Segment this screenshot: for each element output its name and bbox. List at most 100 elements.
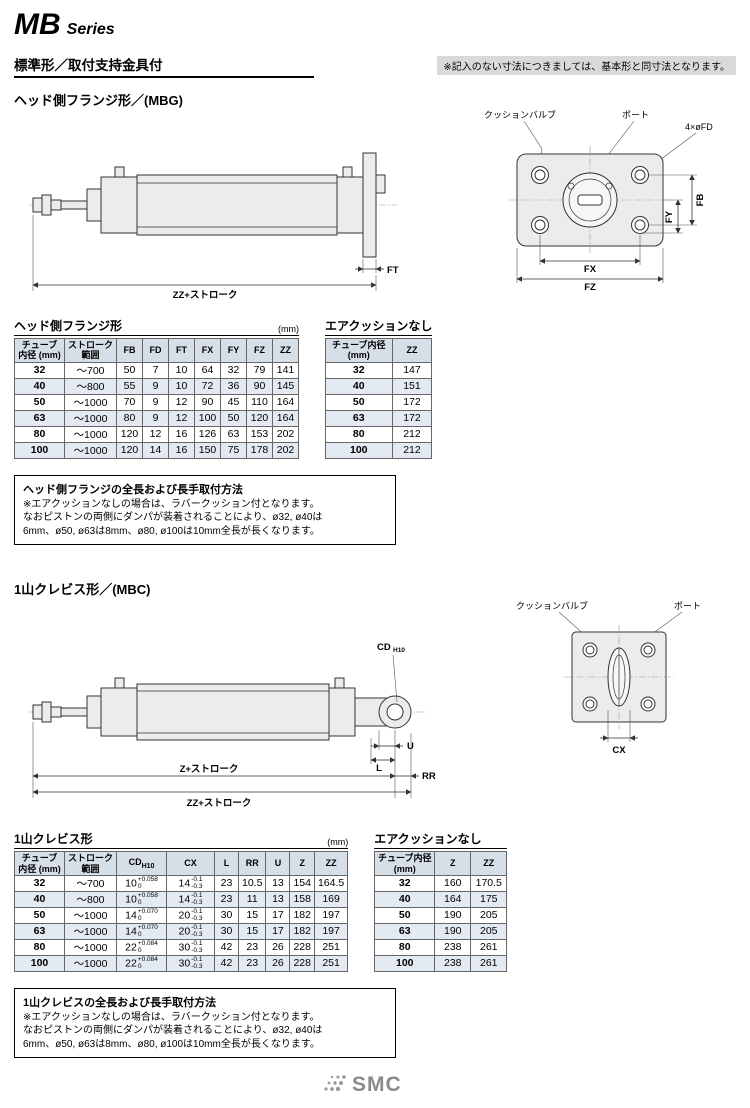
value-cell: ～700 <box>64 361 117 379</box>
value-cell: 14 <box>142 441 169 459</box>
value-cell: 160 <box>434 874 472 892</box>
mbg-face-view: クッションバルブ ポート 4×øFD <box>484 109 713 293</box>
bore-cell: 50 <box>14 906 65 924</box>
bore-cell: 50 <box>374 906 436 924</box>
note-line: なおピストンの両側にダンパが装着されることにより、ø32, ø40は <box>23 512 323 524</box>
value-cell: 9 <box>142 377 169 395</box>
mbg-heading: ヘッド側フランジ形／(MBG) <box>14 93 183 108</box>
value-cell: 164 <box>272 409 299 427</box>
value-cell: ～800 <box>64 377 117 395</box>
bore-cell: 100 <box>14 441 65 459</box>
dim-cx-label: CX <box>612 745 626 756</box>
column-header: FX <box>194 338 221 363</box>
value-cell: 205 <box>470 906 508 924</box>
value-cell: 70 <box>116 393 143 411</box>
value-cell: 212 <box>391 441 433 459</box>
bore-cell: 80 <box>325 425 393 443</box>
value-cell: ～1000 <box>64 393 117 411</box>
value-cell: ～800 <box>64 890 117 908</box>
value-cell: 75 <box>220 441 247 459</box>
dim-z-stroke-label: Z+ストローク <box>180 764 239 775</box>
table-title-row: 1山クレビス形 (mm) <box>14 830 349 850</box>
bore-cell: 100 <box>374 954 436 972</box>
series-suffix: Series <box>66 21 115 38</box>
dim-cd-label: CD <box>377 642 391 653</box>
bore-cell: 32 <box>14 361 65 379</box>
masthead: MB Series <box>14 8 736 42</box>
column-header: CX <box>166 851 215 876</box>
value-cell: ～1000 <box>64 938 117 956</box>
dimensions: U L Z+ストローク RR ZZ+ストローク <box>32 722 436 809</box>
value-cell: ～1000 <box>64 906 117 924</box>
value-cell: 10 <box>168 377 195 395</box>
dim-ft-label: FT <box>387 265 399 276</box>
value-cell: 120 <box>116 425 143 443</box>
value-cell: 251 <box>313 954 349 972</box>
bore-cell: 100 <box>325 441 393 459</box>
mbg-note-box: ヘッド側フランジの全長および長手取付方法 ※エアクッションなしの場合は、ラバーク… <box>14 474 396 546</box>
table-unit: (mm) <box>327 837 349 848</box>
bore-cell: 32 <box>374 874 436 892</box>
table-title: 1山クレビス形 <box>14 832 93 847</box>
value-cell: 20-0.1-0.3 <box>166 906 215 924</box>
column-header: FB <box>116 338 143 363</box>
value-cell: 205 <box>470 922 508 940</box>
value-cell: 42 <box>214 954 239 972</box>
catalog-page: MB Series 標準形／取付支持金具付 ※記入のない寸法につきましては、基本… <box>14 8 736 1059</box>
column-header: チューブ 内径 (mm) <box>14 338 65 363</box>
value-cell: ～1000 <box>64 922 117 940</box>
column-header: U <box>265 851 291 876</box>
value-cell: 110 <box>246 393 273 411</box>
value-cell: 23 <box>237 938 267 956</box>
cylinder-body <box>100 166 364 236</box>
column-header: ZZ <box>272 338 299 363</box>
column-header: ZZ <box>470 851 508 876</box>
note-line: なおピストンの両側にダンパが装着されることにより、ø32, ø40は <box>23 1025 323 1037</box>
value-cell: 30 <box>214 922 239 940</box>
column-header: ZZ <box>313 851 349 876</box>
dim-fx-label: FX <box>584 264 597 275</box>
piston-rod-end <box>32 695 102 729</box>
port-label: ポート <box>674 601 701 611</box>
value-cell: 30-0.1-0.3 <box>166 954 215 972</box>
bore-cell: 63 <box>14 409 65 427</box>
value-cell: 150 <box>194 441 221 459</box>
value-cell: 197 <box>313 906 349 924</box>
value-cell: 164 <box>434 890 472 908</box>
dim-l-label: L <box>376 763 382 774</box>
value-cell: 202 <box>272 441 299 459</box>
value-cell: 172 <box>391 393 433 411</box>
value-cell: 64 <box>194 361 221 379</box>
value-cell: 164 <box>272 393 299 411</box>
value-cell: 169 <box>313 890 349 908</box>
value-cell: 238 <box>434 938 472 956</box>
bore-cell: 100 <box>14 954 65 972</box>
value-cell: 154 <box>289 874 315 892</box>
value-cell: 120 <box>116 441 143 459</box>
value-cell: 172 <box>391 409 433 427</box>
note-title: ヘッド側フランジの全長および長手取付方法 <box>23 483 243 496</box>
value-cell: 10 <box>168 361 195 379</box>
bore-cell: 40 <box>325 377 393 395</box>
header-row: チューブ内径 (mm)ZZ <box>325 338 433 363</box>
value-cell: 26 <box>265 938 291 956</box>
column-header: Z <box>434 851 472 876</box>
bore-cell: 40 <box>14 377 65 395</box>
bore-cell: 80 <box>14 938 65 956</box>
mbg-side-view: FT ZZ+ストローク <box>29 152 399 301</box>
mbc-face-view: クッションバルブ ポート <box>516 600 701 756</box>
